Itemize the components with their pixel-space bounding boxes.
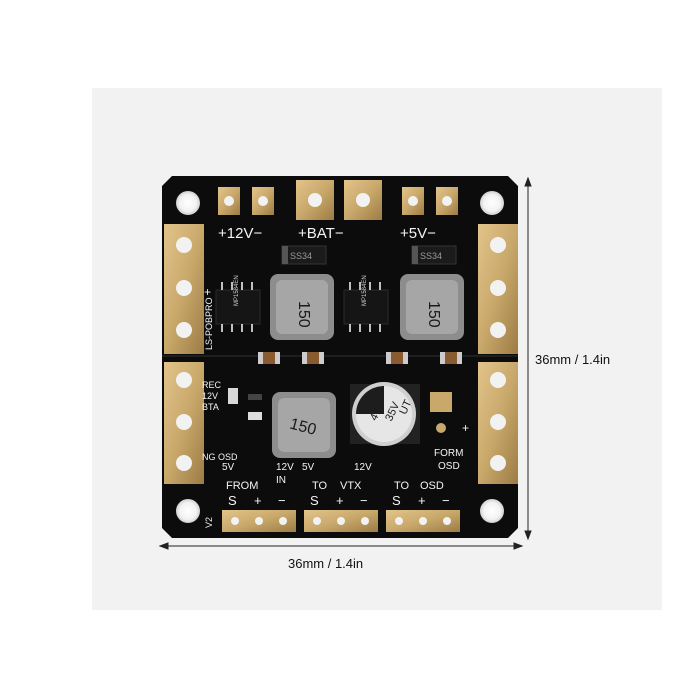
width-dimension-label: 36mm / 1.4in: [288, 556, 364, 571]
label-to-1: TO: [312, 480, 328, 492]
label-rec: REC: [202, 380, 222, 390]
volt-label-2: 12V: [276, 462, 294, 473]
label-form: FORM: [434, 448, 463, 459]
silkscreen-text: +12V− +BAT− +5V− SS34 SS34 MP1584EN MP15…: [202, 225, 469, 528]
capacitor-line-3: UT: [397, 398, 414, 417]
label-ng-osd: NG OSD: [202, 452, 238, 462]
pin-label-plus-2: +: [336, 493, 344, 508]
smd-components: [228, 352, 462, 433]
height-dimension-line: [524, 176, 532, 541]
pin-label-minus-1: −: [278, 493, 286, 508]
label-osd: OSD: [420, 480, 444, 492]
electrolytic-capacitor: [350, 382, 420, 446]
right-motor-pads: [478, 224, 518, 484]
label-in: IN: [276, 475, 286, 486]
label-right-osd: OSD: [438, 461, 460, 472]
pin-label-minus-2: −: [360, 493, 368, 508]
label-bat: +BAT−: [298, 225, 344, 242]
capacitor-line-1: 47: [368, 406, 384, 422]
pin-label-s-1: S: [228, 493, 237, 508]
inductors: [270, 274, 464, 458]
label-from: FROM: [226, 480, 258, 492]
left-motor-pads: [164, 224, 204, 484]
pin-label-plus-3: +: [418, 493, 426, 508]
version-label: V2: [204, 517, 214, 528]
label-5v: +5V−: [400, 225, 436, 242]
volt-label-3: 5V: [302, 462, 315, 473]
inductor-marking-1: 150: [295, 301, 312, 328]
plus-mark-left: +: [204, 285, 211, 299]
volt-label-1: 5V: [222, 462, 235, 473]
width-dimension-line: [158, 542, 524, 550]
mounting-holes: [176, 191, 504, 523]
diode-marking-1: SS34: [290, 251, 312, 261]
regulator-marking-2: MP1584EN: [362, 275, 368, 306]
plus-mark-right: +: [462, 421, 469, 435]
bottom-connector-pads: [222, 510, 460, 532]
label-to-2: TO: [394, 480, 410, 492]
diode-marking-2: SS34: [420, 251, 442, 261]
label-left-12v: 12V: [202, 391, 218, 401]
pin-label-plus-1: +: [254, 493, 262, 508]
inductor-marking-3: 150: [288, 416, 318, 439]
pin-label-minus-3: −: [442, 493, 450, 508]
pin-label-s-3: S: [392, 493, 401, 508]
label-12v: +12V−: [218, 225, 262, 242]
inductor-marking-2: 150: [425, 301, 442, 328]
diodes: [281, 245, 457, 265]
height-dimension-label: 36mm / 1.4in: [535, 352, 611, 367]
label-vtx: VTX: [340, 480, 362, 492]
regulator-marking-1: MP1584EN: [234, 275, 240, 306]
top-power-pads: [218, 180, 458, 220]
label-bta: BTA: [202, 402, 219, 412]
side-text: LS-POBPRO: [204, 297, 214, 350]
pin-label-s-2: S: [310, 493, 319, 508]
regulator-chips: [215, 282, 389, 332]
volt-label-4: 12V: [354, 462, 372, 473]
